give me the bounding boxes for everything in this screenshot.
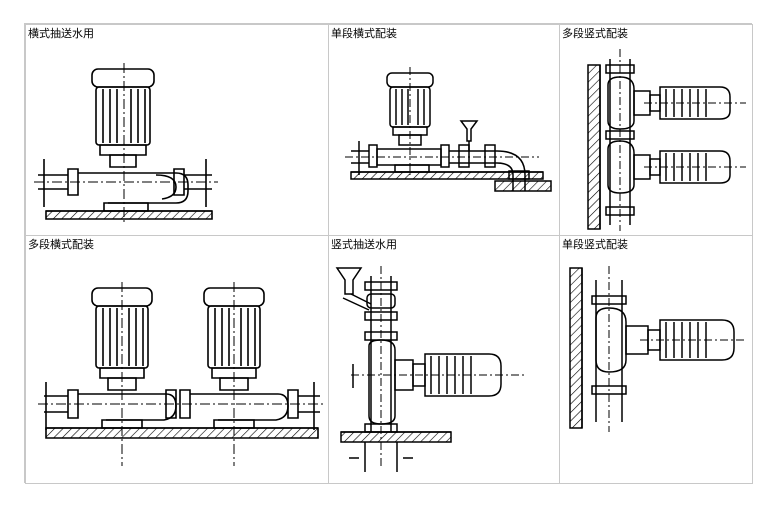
single-stage-horizontal-diagram-icon (329, 25, 559, 235)
vertical-water-pump-diagram-icon (329, 236, 559, 483)
panel-caption: 多段竖式配装 (562, 27, 628, 40)
panel-horizontal-pump: 横式抽送水用 (25, 24, 329, 236)
multi-stage-vertical-diagram-icon (560, 25, 752, 235)
panel-caption: 单段竖式配装 (562, 238, 628, 251)
pump-installation-grid: 横式抽送水用 (24, 23, 753, 484)
panel-vertical-water-pump: 竖式抽送水用 (328, 235, 560, 484)
panel-single-stage-vertical: 单段竖式配装 (559, 235, 753, 484)
panel-single-stage-horizontal: 单段横式配装 (328, 24, 560, 236)
multi-stage-horizontal-diagram-icon (26, 236, 328, 483)
panel-caption: 多段横式配装 (28, 238, 94, 251)
panel-multi-stage-vertical: 多段竖式配装 (559, 24, 753, 236)
panel-caption: 单段横式配装 (331, 27, 397, 40)
panel-caption: 竖式抽送水用 (331, 238, 397, 251)
horizontal-pump-diagram-icon (26, 25, 328, 235)
single-stage-vertical-diagram-icon (560, 236, 752, 483)
panel-caption: 横式抽送水用 (28, 27, 94, 40)
panel-multi-stage-horizontal: 多段横式配装 (25, 235, 329, 484)
